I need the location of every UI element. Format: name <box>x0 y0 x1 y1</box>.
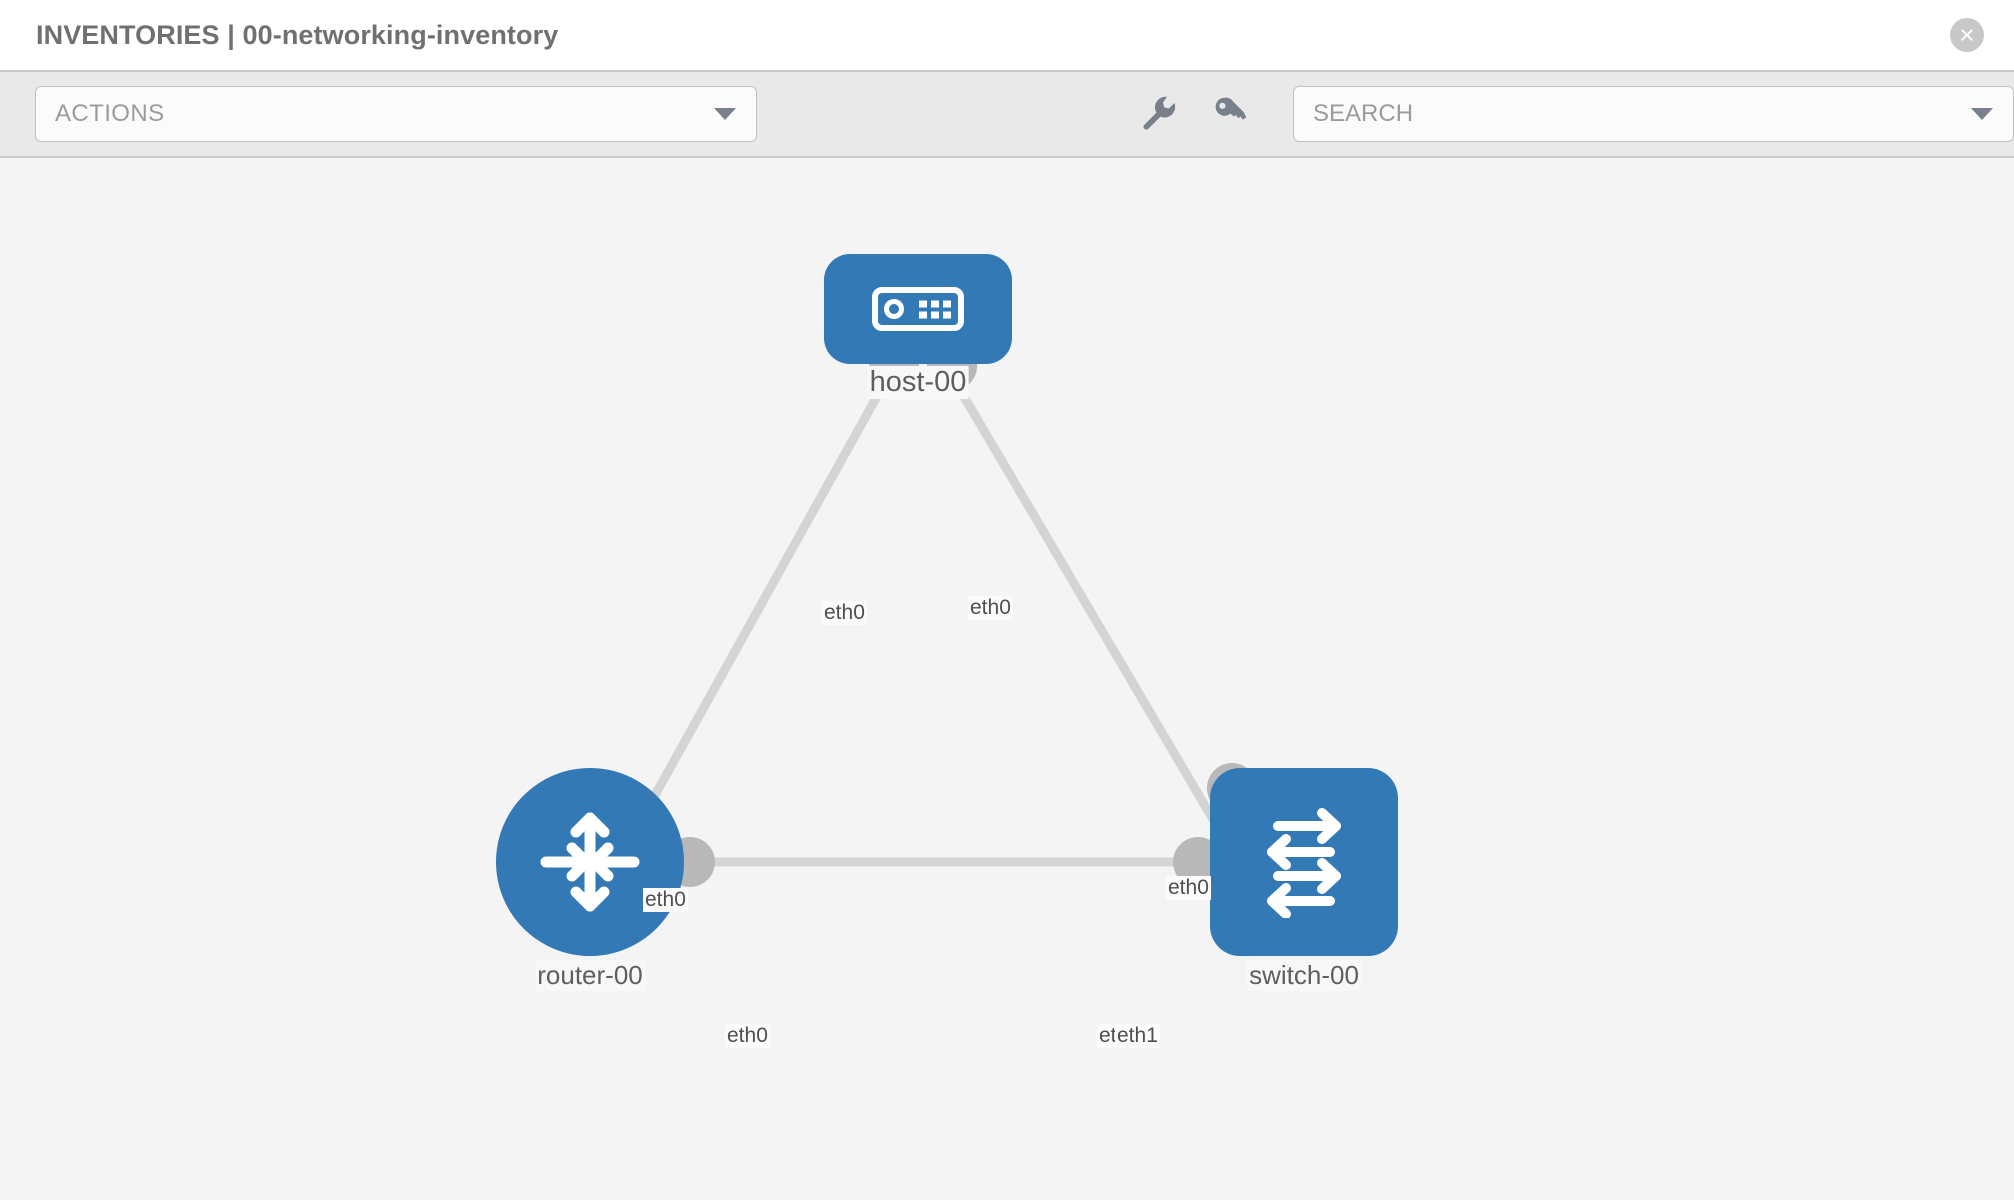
link-label-switch-up-eth0: eth0 <box>1166 876 1211 900</box>
node-label-host-00: host-00 <box>867 366 969 399</box>
search-field[interactable] <box>1293 86 2014 142</box>
topology-canvas[interactable]: host-00 <box>0 158 2014 1200</box>
router-arrows-icon <box>540 812 640 912</box>
link-host-router[interactable] <box>616 370 894 861</box>
search-input[interactable] <box>1313 100 2013 128</box>
chevron-down-icon[interactable] <box>1971 108 1993 120</box>
link-host-switch[interactable] <box>946 370 1234 851</box>
switch-node-shape[interactable] <box>1210 768 1398 956</box>
close-icon[interactable] <box>1950 18 1984 52</box>
switch-arrows-icon <box>1267 808 1341 918</box>
toolbar-icon-group <box>1139 93 1249 136</box>
router-node-shape[interactable] <box>496 768 684 956</box>
link-label-host-right-eth0: eth0 <box>968 596 1013 620</box>
link-label-router-right-eth0: eth0 <box>725 1024 770 1048</box>
link-label-switch-left-eth1: eth1 <box>1115 1024 1160 1048</box>
page-title: INVENTORIES | 00-networking-inventory <box>36 19 559 50</box>
host-node-shape[interactable] <box>824 254 1012 364</box>
node-host-00[interactable]: host-00 <box>824 254 1012 404</box>
node-label-switch-00: switch-00 <box>1247 960 1361 991</box>
link-label-host-left-eth0: eth0 <box>822 601 867 625</box>
link-label-router-up-eth0: eth0 <box>643 888 688 912</box>
actions-dropdown-label: ACTIONS <box>55 100 165 127</box>
node-label-router-00: router-00 <box>535 960 645 991</box>
toolbar: ACTIONS <box>0 70 2014 158</box>
key-icon[interactable] <box>1211 93 1249 136</box>
wrench-icon[interactable] <box>1139 93 1177 136</box>
node-router-00[interactable]: router-00 <box>496 768 684 1008</box>
actions-dropdown[interactable]: ACTIONS <box>35 86 757 142</box>
page-header: INVENTORIES | 00-networking-inventory <box>0 0 2014 70</box>
node-switch-00[interactable]: switch-00 <box>1210 768 1398 1008</box>
chevron-down-icon <box>714 108 736 120</box>
server-device-icon <box>872 287 964 331</box>
